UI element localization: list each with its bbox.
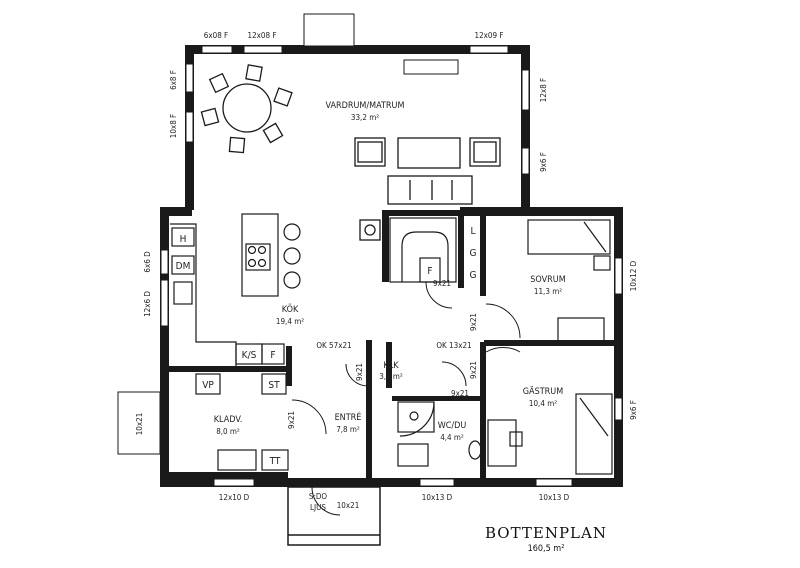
room-area-klk: 3,3 m² — [379, 372, 403, 381]
dining-set — [200, 64, 293, 154]
window-label-bottom-3: 10x13 D — [539, 493, 570, 502]
plan-total-area: 160,5 m² — [528, 544, 565, 554]
fixture-f2: F — [427, 266, 432, 277]
fixture-g2: G — [470, 270, 477, 281]
opening-hall-door: 9x21 — [287, 411, 296, 429]
window-label-right-2: 9x6 F — [539, 152, 548, 172]
entrance-porch — [287, 486, 381, 546]
window-label-bottom-2: 10x13 D — [422, 493, 453, 502]
fixture-ks: K/S — [242, 350, 257, 361]
kitchen-counter — [170, 223, 285, 366]
room-area-sovrum: 11,3 m² — [534, 287, 562, 296]
window-label-left-2: 10x8 F — [169, 114, 178, 138]
fixture-vp: VP — [202, 380, 214, 391]
opening-ok-right: OK 13x21 — [436, 341, 471, 350]
window-label-right-mid: 10x12 D — [629, 260, 638, 291]
fixture-st: ST — [268, 380, 280, 391]
window-label-right-1: 12x8 F — [539, 78, 548, 102]
window-label-mid-left-1: 6x6 D — [143, 251, 152, 273]
fixture-g1: G — [470, 248, 477, 259]
porch-label-2: LJUS — [310, 503, 326, 512]
fixture-f1: F — [270, 350, 275, 361]
inner-walls — [168, 210, 620, 482]
opening-outer-door: 10x21 — [135, 413, 144, 436]
room-area-vardagsrum: 33,2 m² — [351, 113, 379, 122]
sovrum-furniture — [527, 219, 611, 343]
opening-stair-door: 9x21 — [433, 279, 451, 288]
room-name-vardagsrum: VARDRUM/MATRUM — [326, 101, 405, 111]
window-cuts — [117, 13, 623, 487]
room-name-wcdu: WC/DU — [438, 421, 467, 431]
room-name-gastrum: GÄSTRUM — [523, 386, 563, 397]
opening-bath-door: 9x21 — [451, 389, 469, 398]
plan-title: BOTTENPLAN — [485, 524, 607, 542]
room-name-klk: KLK — [383, 361, 399, 371]
gastrum-furniture — [487, 393, 613, 475]
window-label-top-1: 6x08 F — [204, 31, 228, 40]
room-area-gastrum: 10,4 m² — [529, 399, 557, 408]
fixture-h: H — [180, 234, 187, 245]
room-area-wcdu: 4,4 m² — [440, 433, 464, 442]
room-name-sovrum: SOVRUM — [530, 275, 565, 285]
staircase — [389, 217, 457, 283]
room-area-kok: 19,4 m² — [276, 317, 304, 326]
room-name-entre: ENTRÉ — [335, 411, 362, 423]
door-swings — [291, 281, 521, 435]
room-name-kladv: KLADV. — [214, 415, 243, 425]
opening-entry-door: 10x21 — [337, 501, 360, 510]
room-area-kladv: 8,0 m² — [216, 427, 240, 436]
laundry-fixtures — [195, 373, 289, 471]
fixture-tt: TT — [269, 456, 281, 467]
porch-label-1: S:DO — [309, 492, 328, 501]
room-area-entre: 7,8 m² — [336, 425, 360, 434]
window-label-bottom-1: 12x10 D — [219, 493, 250, 502]
room-name-kok: KÖK — [282, 304, 299, 315]
window-label-left-1: 6x8 F — [169, 70, 178, 90]
sofa-group — [354, 137, 501, 241]
opening-klk-door: 9x21 — [355, 363, 364, 381]
window-label-right-low: 9x6 F — [629, 400, 638, 420]
opening-ok-left: OK 57x21 — [316, 341, 351, 350]
bathroom-fixtures — [397, 401, 482, 467]
opening-sovrum-door: 9x21 — [469, 313, 478, 331]
opening-gastrum-door: 9x21 — [469, 361, 478, 379]
kitchen-island — [241, 213, 301, 297]
window-label-top-2: 12x08 F — [248, 31, 277, 40]
fixture-l: L — [470, 226, 475, 237]
fixture-dm: DM — [176, 261, 191, 272]
window-label-top-3: 12x09 F — [475, 31, 504, 40]
window-label-mid-left-2: 12x6 D — [143, 291, 152, 317]
